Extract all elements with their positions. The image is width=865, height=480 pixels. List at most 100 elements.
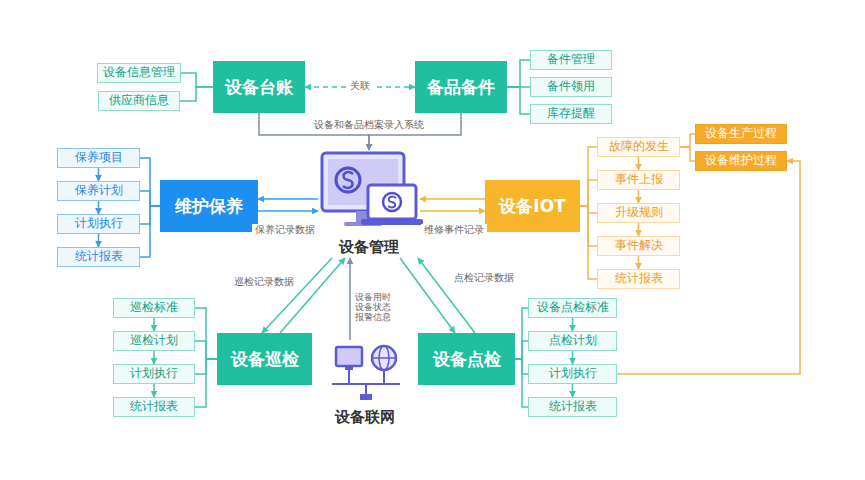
connector: [98, 201, 100, 214]
item-box: 保养计划: [57, 181, 140, 201]
icon-node: 设备管理: [318, 150, 420, 258]
node-text: 设备信息管理: [103, 66, 175, 79]
connector: [153, 351, 155, 364]
connector: [195, 359, 217, 407]
logo-mark: [388, 197, 396, 208]
node-text: 供应商信息: [109, 94, 169, 107]
connector: [140, 206, 160, 257]
node-text: 计划执行: [75, 217, 123, 230]
logo: [383, 193, 401, 211]
connector: [420, 198, 485, 200]
node-text: 统计报表: [75, 250, 123, 263]
connector: [580, 147, 597, 206]
edge-label: 点检记录数据: [446, 272, 522, 283]
item-box: 统计报表: [57, 247, 140, 267]
connector: [140, 158, 160, 206]
node-text: 设备IOT: [499, 197, 565, 216]
connector: [140, 191, 160, 206]
node-text: 设备维护过程: [705, 154, 777, 167]
node-text: 设备联网: [335, 409, 395, 426]
node-text: 备件管理: [547, 53, 595, 66]
node-text: 统计报表: [549, 400, 597, 413]
item-box: 统计报表: [597, 269, 680, 289]
globe-equator: [372, 357, 396, 359]
module-box: 维护保养: [160, 180, 258, 232]
node-text: 备件领用: [547, 80, 595, 93]
logo-mark: [343, 172, 353, 188]
node-text: 设备点检: [433, 350, 501, 369]
connector: [153, 384, 155, 397]
laptop-base: [361, 219, 423, 225]
process-tag: 设备维护过程: [695, 151, 787, 171]
connector: [638, 256, 640, 269]
connector: [638, 157, 640, 170]
item-box: 统计报表: [113, 397, 195, 417]
connector: [181, 73, 213, 87]
edge-label: 关联: [346, 80, 374, 91]
connector: [195, 308, 217, 359]
edge-label: 设备和备品档案录入系统: [304, 119, 434, 130]
node-text: 事件解决: [615, 239, 663, 252]
connector: [638, 223, 640, 236]
node-text: 统计报表: [615, 272, 663, 285]
connector: [262, 258, 332, 333]
module-box: 设备台账: [213, 61, 305, 113]
connector: [680, 134, 695, 147]
module-box: 备品备件: [415, 61, 507, 113]
connector: [418, 258, 475, 333]
item-box: 备件管理: [530, 50, 612, 70]
network-port: [360, 394, 372, 400]
connector: [507, 60, 530, 87]
connector: [507, 87, 530, 114]
node-text: 故障的发生: [609, 140, 669, 153]
connector: [617, 161, 800, 374]
node-text: 设备生产过程: [705, 127, 777, 140]
node-text: 设备台账: [225, 78, 293, 97]
node-text: 统计报表: [130, 400, 178, 413]
node-text: 设备点检标准: [537, 301, 609, 314]
item-box: 设备点检标准: [528, 298, 617, 318]
node-text: 事件上报: [615, 173, 663, 186]
connector: [349, 258, 351, 340]
item-box: 设备信息管理: [97, 63, 181, 83]
node-text: 库存提醒: [547, 107, 595, 120]
monitor: [336, 347, 362, 366]
item-box: 事件上报: [597, 170, 680, 190]
connector: [195, 341, 217, 359]
connector: [98, 168, 100, 181]
connector: [153, 318, 155, 331]
item-box: 计划执行: [528, 364, 617, 384]
stand: [345, 366, 353, 370]
network-wire: [332, 370, 400, 394]
connector: [515, 359, 528, 407]
item-box: 计划执行: [57, 214, 140, 234]
connector: [580, 180, 597, 206]
item-box: 保养项目: [57, 148, 140, 168]
item-box: 巡检标准: [113, 298, 195, 318]
node-text: 计划执行: [549, 367, 597, 380]
module-box: 设备IOT: [485, 180, 580, 232]
edge-label: 保养记录数据: [252, 224, 318, 235]
node-text: 点检计划: [549, 334, 597, 347]
process-tag: 设备生产过程: [695, 124, 787, 144]
node-text: 计划执行: [130, 367, 178, 380]
network-icon: [332, 346, 400, 400]
edge-label: 设备用时 设备状态 报警信息: [355, 293, 399, 323]
module-box: 设备点检: [418, 333, 515, 385]
icon-node: 设备联网: [325, 340, 405, 428]
connector: [258, 198, 318, 200]
connector: [98, 234, 100, 247]
connector: [420, 210, 485, 212]
connector: [580, 206, 597, 279]
node-text: 设备管理: [339, 239, 399, 256]
connector: [515, 308, 528, 359]
node-text: 升级规则: [615, 206, 663, 219]
item-box: 计划执行: [113, 364, 195, 384]
item-box: 点检计划: [528, 331, 617, 351]
connector: [638, 190, 640, 203]
connector: [680, 147, 695, 161]
item-box: 供应商信息: [98, 91, 180, 111]
connector: [572, 384, 574, 397]
node-text: 保养计划: [75, 184, 123, 197]
